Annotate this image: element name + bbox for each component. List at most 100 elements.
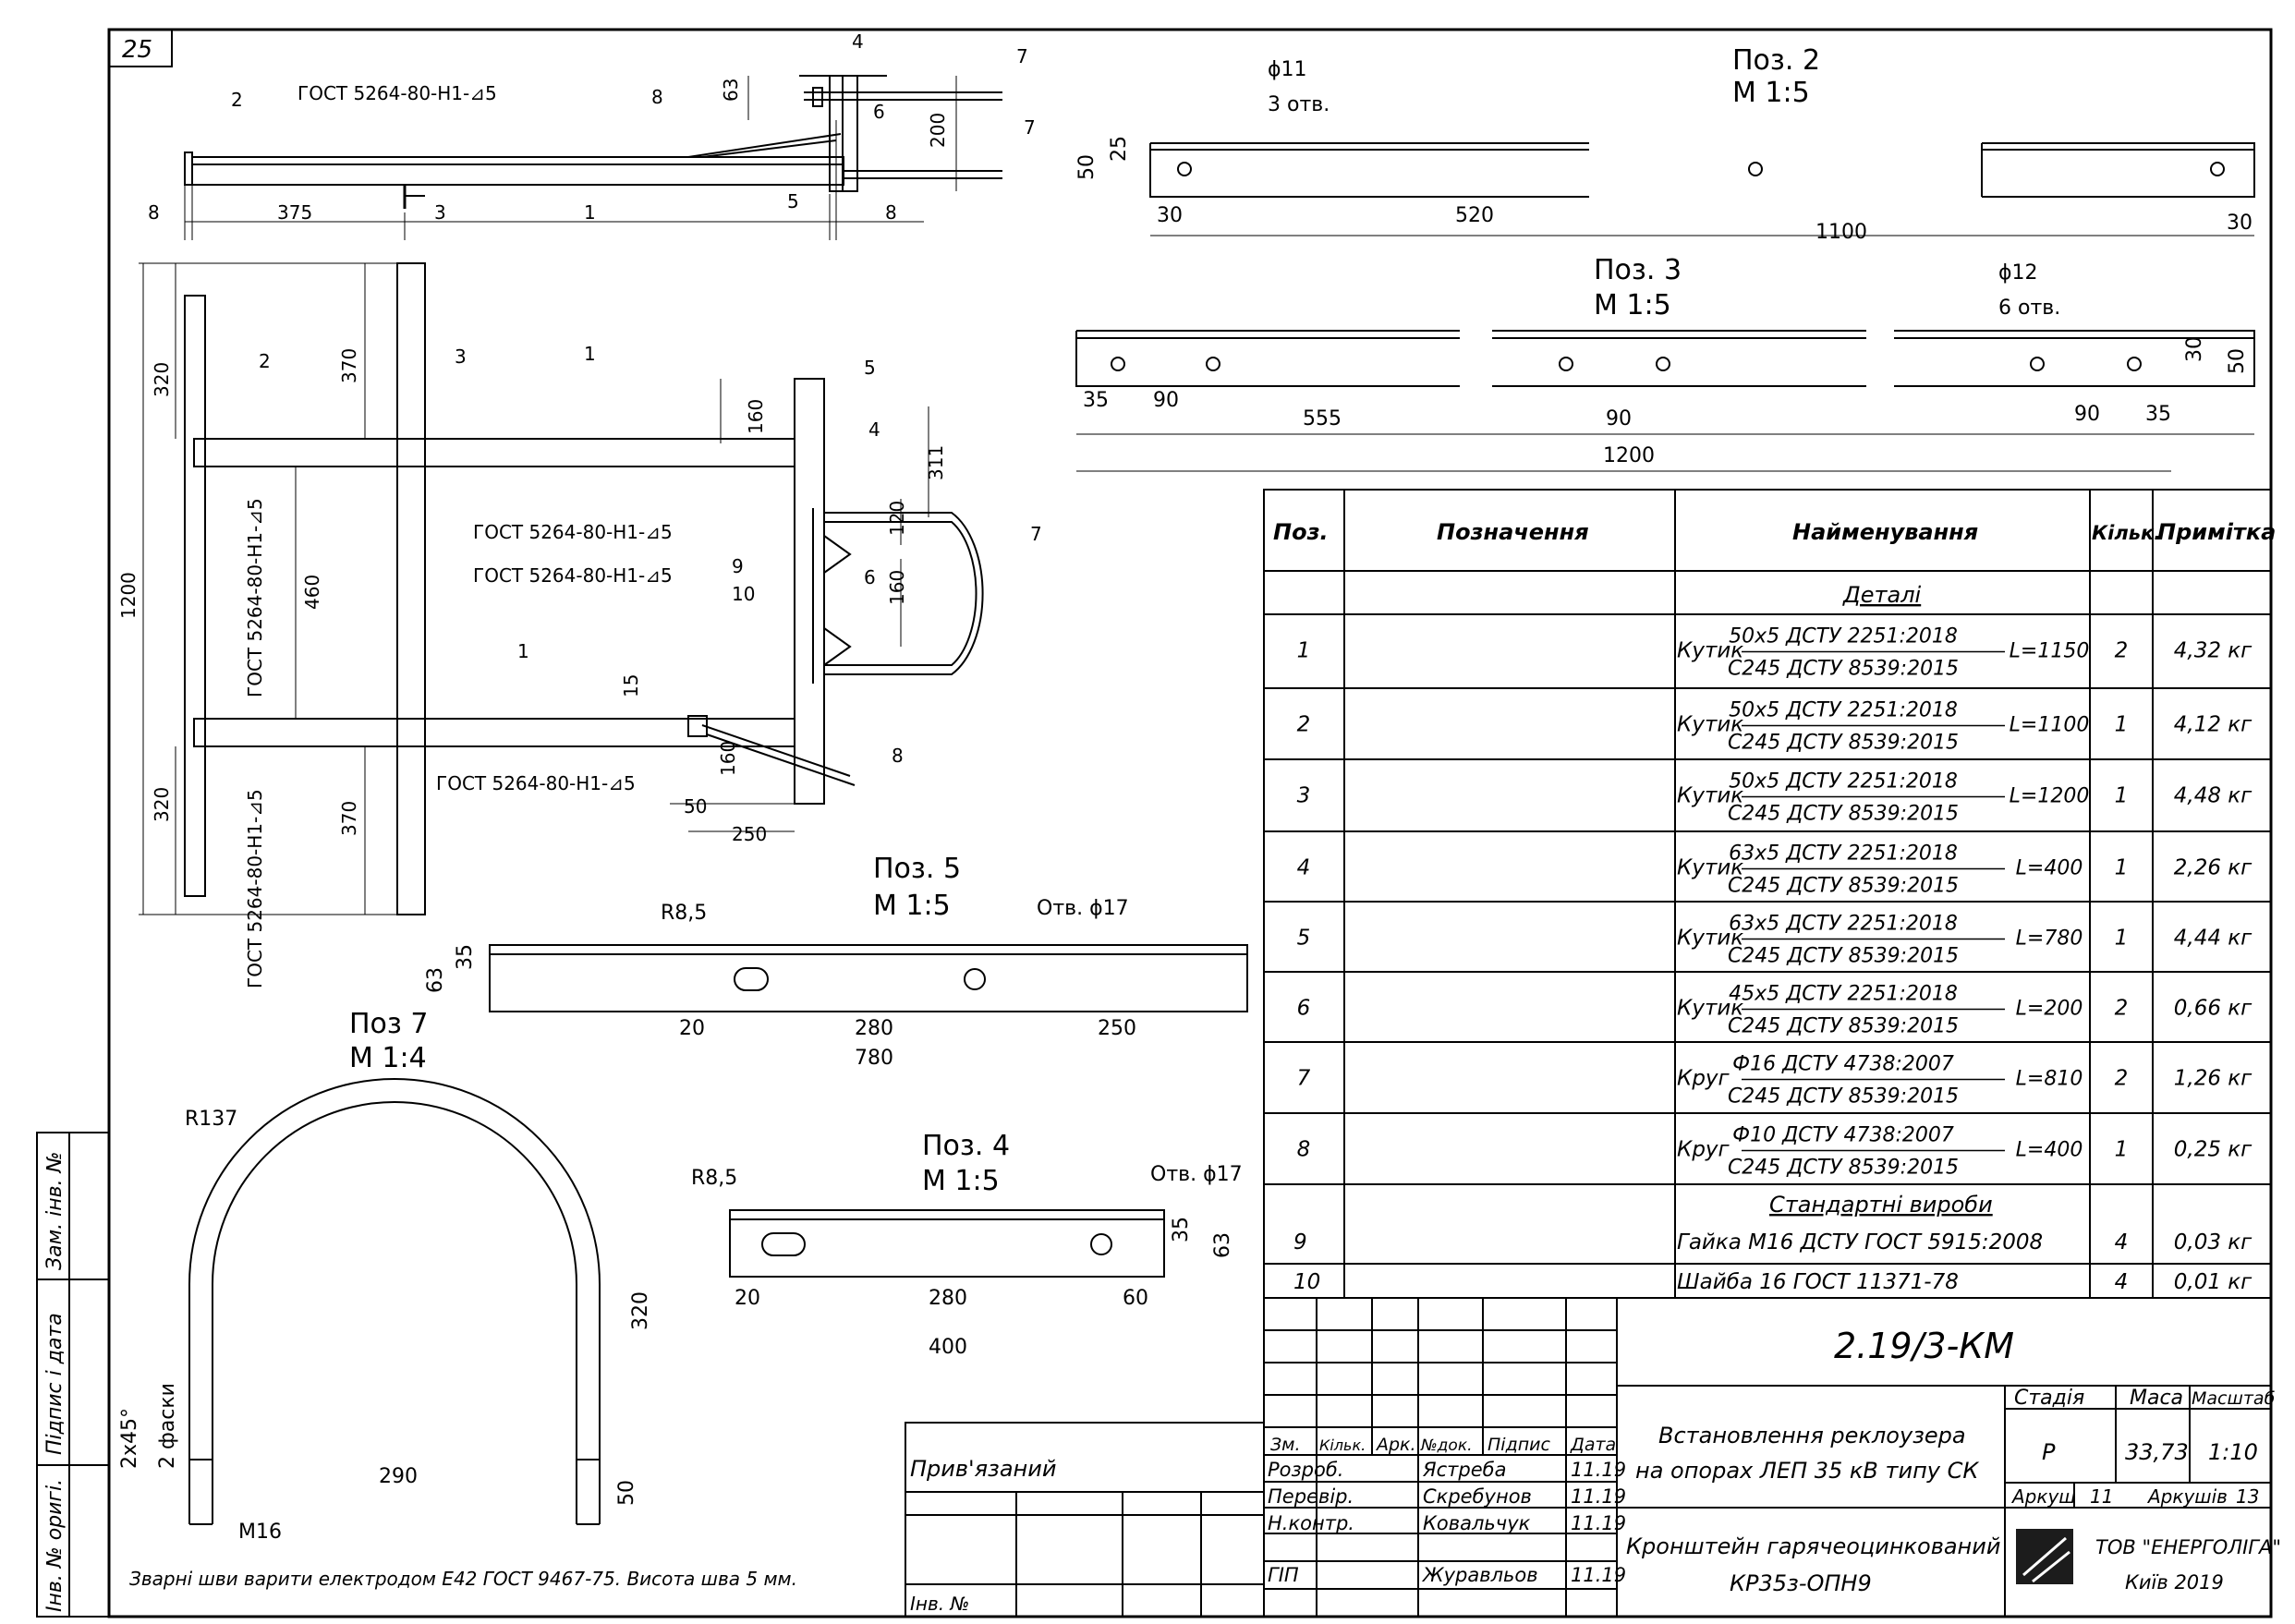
pos5-dim-35: 35 bbox=[454, 944, 477, 970]
pos2-title: Поз. 2 bbox=[1732, 44, 1820, 77]
pos4-scale: М 1:5 bbox=[922, 1165, 1000, 1197]
spec-std-name: Гайка М16 ДСТУ ГОСТ 5915:2008 bbox=[1677, 1230, 2043, 1254]
spec-header-pos: Поз. bbox=[1273, 519, 1329, 545]
spec-row-qty: 2 bbox=[2115, 1067, 2129, 1091]
side-callout-4: 4 bbox=[852, 30, 864, 53]
spec-row-pos: 4 bbox=[1297, 856, 1311, 880]
pos4-hole: Отв. ϕ17 bbox=[1150, 1163, 1243, 1186]
spec-row-note: 2,26 кг bbox=[2174, 856, 2252, 880]
plan-callout-6: 6 bbox=[864, 566, 876, 588]
spec-row-qty: 2 bbox=[2115, 639, 2129, 663]
page-number: 25 bbox=[122, 36, 152, 64]
side-callout-8: 8 bbox=[651, 86, 663, 108]
spec-row-qty: 1 bbox=[2115, 927, 2129, 951]
stamp-header-count: Кільк. bbox=[1319, 1436, 1366, 1454]
stamp-role: Н.контр. bbox=[1268, 1512, 1354, 1534]
plan-callout-1-bottom: 1 bbox=[517, 640, 529, 662]
pos3-dim-90-left: 90 bbox=[1153, 389, 1179, 412]
spec-row-pos: 3 bbox=[1297, 784, 1311, 808]
plan-dim-160-mid: 160 bbox=[886, 570, 908, 605]
spec-row-steel: С245 ДСТУ 8539:2015 bbox=[1728, 1085, 1959, 1109]
plan-gost-vert-1: ГОСТ 5264-80-Н1-⊿5 bbox=[244, 498, 266, 697]
plan-view bbox=[184, 262, 984, 915]
pos2-dim-520: 520 bbox=[1455, 204, 1494, 227]
spec-row-note: 1,26 кг bbox=[2174, 1067, 2252, 1091]
pos4-dim-280: 280 bbox=[929, 1287, 967, 1310]
spec-section-details: Деталі bbox=[1842, 582, 1922, 608]
pos2-hole: ϕ11 bbox=[1268, 58, 1307, 81]
pos3-dim-30: 30 bbox=[2183, 336, 2206, 362]
scale-label: Масштаб bbox=[2192, 1388, 2276, 1409]
pos3-dim-35-left: 35 bbox=[1083, 389, 1109, 412]
title-block-grid bbox=[905, 1297, 2272, 1618]
spec-row-profile: 50х5 ДСТУ 2251:2018 bbox=[1729, 625, 1958, 648]
plan-gost-3: ГОСТ 5264-80-Н1-⊿5 bbox=[436, 772, 636, 794]
spec-row-steel: С245 ДСТУ 8539:2015 bbox=[1728, 658, 1959, 681]
pos7-title: Поз 7 bbox=[349, 1008, 429, 1040]
stamp-date: 11.19 bbox=[1571, 1485, 1626, 1508]
pos3-holes: 6 отв. bbox=[1998, 297, 2060, 320]
pos4-view bbox=[729, 1209, 1165, 1278]
pos5-labels: Поз. 5 М 1:5 R8,5 Отв. ϕ17 63 35 20 280 … bbox=[424, 853, 1136, 1070]
spec-table-headers: Поз. Позначення Найменування Кільк. Прим… bbox=[1273, 519, 2276, 545]
sheets-total: 13 bbox=[2236, 1485, 2259, 1508]
spec-row-qty: 1 bbox=[2115, 856, 2129, 880]
side-view-dims bbox=[184, 76, 957, 240]
pos2-labels: Поз. 2 М 1:5 ϕ11 3 отв. 50 25 30 520 110… bbox=[1075, 44, 2252, 244]
pos4-dim-35: 35 bbox=[1170, 1217, 1193, 1242]
pos7-chamfer-2: 2 фаски bbox=[156, 1383, 179, 1469]
pos2-scale: М 1:5 bbox=[1732, 77, 1810, 109]
pos5-title: Поз. 5 bbox=[873, 853, 961, 885]
pos5-view bbox=[489, 944, 1248, 1012]
side-dim-8-left: 8 bbox=[148, 201, 160, 224]
stage-value: Р bbox=[2042, 1439, 2056, 1465]
spec-row-length: L=1150 bbox=[2010, 640, 2090, 663]
scale-value: 1:10 bbox=[2208, 1439, 2258, 1465]
project-title-2: на опорах ЛЕП 35 кВ типу СК bbox=[1635, 1458, 1979, 1484]
stage-label: Стадія bbox=[2014, 1387, 2084, 1410]
side-callout-3: 3 bbox=[434, 201, 446, 224]
plan-dim-160-bottom: 160 bbox=[717, 741, 739, 776]
spec-std-note: 0,01 кг bbox=[2174, 1270, 2252, 1294]
spec-row-steel: С245 ДСТУ 8539:2015 bbox=[1728, 1015, 1959, 1038]
side-callout-1: 1 bbox=[584, 201, 596, 224]
spec-row-profile: Ф16 ДСТУ 4738:2007 bbox=[1732, 1053, 1954, 1076]
plan-dim-250: 250 bbox=[732, 823, 767, 845]
spec-std-pos: 9 bbox=[1293, 1230, 1307, 1254]
pos3-hole: ϕ12 bbox=[1998, 261, 2038, 285]
mass-value: 33,73 bbox=[2125, 1439, 2189, 1465]
pos4-labels: Поз. 4 М 1:5 R8,5 Отв. ϕ17 35 63 20 280 … bbox=[691, 1130, 1243, 1359]
pos3-dim-90-right: 90 bbox=[2074, 403, 2100, 426]
pos3-dim-90-mid: 90 bbox=[1606, 407, 1632, 430]
pos5-dim-20: 20 bbox=[679, 1017, 705, 1040]
side-label-replace-inv: Зам. інв. № bbox=[43, 1152, 67, 1271]
spec-row-kind: Кутик bbox=[1677, 997, 1743, 1021]
pos7-thread: М16 bbox=[238, 1521, 282, 1544]
plan-view-dims bbox=[139, 262, 929, 915]
spec-row-note: 4,44 кг bbox=[2174, 927, 2252, 951]
pos3-dim-35-right: 35 bbox=[2145, 403, 2171, 426]
spec-row-kind: Кутик bbox=[1677, 927, 1743, 951]
spec-row-length: L=400 bbox=[2016, 857, 2083, 880]
spec-row-note: 0,66 кг bbox=[2174, 997, 2252, 1021]
spec-row-length: L=810 bbox=[2016, 1068, 2083, 1091]
stamp-name: Журавльов bbox=[1421, 1564, 1538, 1586]
plan-callout-1-top: 1 bbox=[584, 343, 596, 365]
stamp-header-sheet: Арк. bbox=[1375, 1435, 1416, 1455]
spec-row-note: 4,48 кг bbox=[2174, 784, 2252, 808]
spec-header-qty: Кільк. bbox=[2092, 522, 2161, 544]
spec-header-note: Примітка bbox=[2157, 519, 2276, 545]
plan-callout-5: 5 bbox=[864, 357, 876, 379]
spec-row-kind: Кутик bbox=[1677, 856, 1743, 880]
side-dim-200: 200 bbox=[927, 113, 949, 148]
spec-header-name: Найменування bbox=[1792, 519, 1978, 545]
item-title-1: Кронштейн гарячеоцинкований bbox=[1626, 1533, 2000, 1559]
side-dim-375: 375 bbox=[277, 201, 312, 224]
spec-row-note: 4,12 кг bbox=[2174, 713, 2252, 737]
plan-callout-4: 4 bbox=[868, 418, 880, 441]
pos2-dim-50: 50 bbox=[1075, 154, 1099, 180]
stamp-role: Перевір. bbox=[1268, 1485, 1354, 1508]
plan-view-labels: 320 370 1200 460 320 370 160 311 120 160… bbox=[117, 343, 1042, 988]
